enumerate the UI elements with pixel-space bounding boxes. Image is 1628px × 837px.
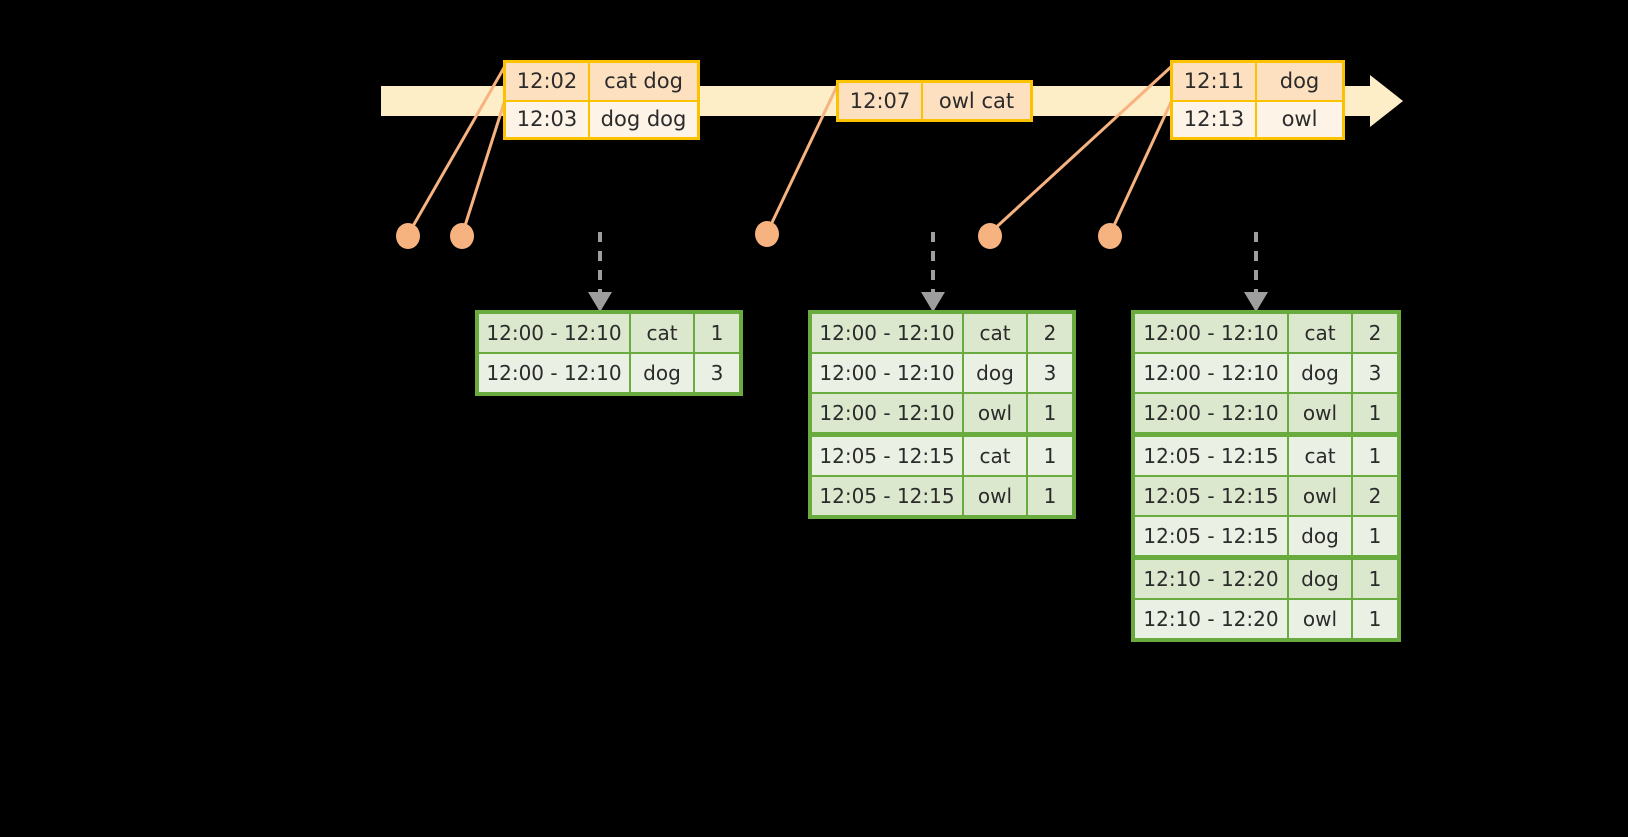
count-cell: 1 [1353,560,1397,598]
count-cell: 1 [1028,477,1072,515]
window-cell: 12:05 - 12:15 [812,477,962,515]
dot-3[interactable] [755,221,779,247]
table-row[interactable]: 12:05 - 12:15 dog 1 [1135,517,1397,555]
count-cell: 1 [1353,600,1397,638]
table-row[interactable]: 12:00 - 12:10 cat 1 [479,314,739,352]
event-time: 12:07 [839,83,923,119]
window-cell: 12:05 - 12:15 [812,437,962,475]
table-row[interactable]: 12:00 - 12:10 owl 1 [812,394,1072,432]
table-row[interactable]: 12:05 - 12:15 owl 2 [1135,477,1397,515]
timeline-arrow-head [1370,75,1403,127]
count-cell: 2 [1353,477,1397,515]
flow-arrow-head-1 [588,292,612,312]
table-row[interactable]: 12:00 - 12:10 owl 1 [1135,394,1397,432]
count-cell: 1 [1353,394,1397,432]
window-cell: 12:05 - 12:15 [1135,477,1287,515]
result-table-3[interactable]: 12:00 - 12:10 cat 2 12:00 - 12:10 dog 3 … [1131,310,1401,642]
window-cell: 12:00 - 12:10 [812,394,962,432]
event-group-1[interactable]: 12:02 cat dog 12:03 dog dog [503,60,700,140]
flow-arrow-head-2 [921,292,945,312]
window-cell: 12:00 - 12:10 [1135,394,1287,432]
table-row[interactable]: 12:10 - 12:20 owl 1 [1135,600,1397,638]
window-cell: 12:00 - 12:10 [479,354,629,392]
table-row[interactable]: 12:10 - 12:20 dog 1 [1135,560,1397,598]
window-cell: 12:00 - 12:10 [812,314,962,352]
key-cell: dog [1289,517,1351,555]
event-row[interactable]: 12:03 dog dog [506,99,697,137]
key-cell: cat [1289,314,1351,352]
key-cell: owl [1289,394,1351,432]
key-cell: cat [1289,437,1351,475]
count-cell: 1 [695,314,739,352]
event-row[interactable]: 12:13 owl [1173,99,1342,137]
event-row[interactable]: 12:07 owl cat [839,83,1030,119]
count-cell: 1 [1028,437,1072,475]
dot-1[interactable] [396,223,420,249]
table-row[interactable]: 12:05 - 12:15 owl 1 [812,477,1072,515]
key-cell: owl [1289,600,1351,638]
event-words: dog [1257,63,1342,100]
result-table-2[interactable]: 12:00 - 12:10 cat 2 12:00 - 12:10 dog 3 … [808,310,1076,519]
count-cell: 1 [1028,394,1072,432]
connector-line-5 [1109,99,1174,233]
table-row[interactable]: 12:00 - 12:10 dog 3 [479,354,739,392]
window-cell: 12:00 - 12:10 [479,314,629,352]
key-cell: cat [964,437,1026,475]
event-row[interactable]: 12:11 dog [1173,63,1342,100]
window-cell: 12:05 - 12:15 [1135,517,1287,555]
window-cell: 12:10 - 12:20 [1135,560,1287,598]
event-group-2[interactable]: 12:07 owl cat [836,80,1033,122]
result-table-1[interactable]: 12:00 - 12:10 cat 1 12:00 - 12:10 dog 3 [475,310,743,396]
key-cell: owl [964,477,1026,515]
event-words: owl cat [923,83,1030,119]
dot-5[interactable] [1098,223,1122,249]
key-cell: dog [631,354,693,392]
flow-arrow-heads [588,292,1268,312]
dot-4[interactable] [978,223,1002,249]
table-row[interactable]: 12:05 - 12:15 cat 1 [1135,437,1397,475]
flow-arrow-head-3 [1244,292,1268,312]
event-words: cat dog [590,63,697,100]
key-cell: dog [1289,560,1351,598]
event-row[interactable]: 12:02 cat dog [506,63,697,100]
connector-line-2 [461,99,507,233]
event-time: 12:02 [506,63,590,100]
count-cell: 2 [1353,314,1397,352]
key-cell: dog [964,354,1026,392]
key-cell: owl [964,394,1026,432]
table-row[interactable]: 12:00 - 12:10 cat 2 [1135,314,1397,352]
key-cell: cat [964,314,1026,352]
key-cell: owl [1289,477,1351,515]
dot-2[interactable] [450,223,474,249]
table-row[interactable]: 12:00 - 12:10 cat 2 [812,314,1072,352]
event-words: owl [1257,101,1342,137]
event-words: dog dog [590,101,697,137]
count-cell: 3 [1353,354,1397,392]
event-time: 12:13 [1173,101,1257,137]
event-time: 12:11 [1173,63,1257,100]
key-cell: dog [1289,354,1351,392]
event-group-3[interactable]: 12:11 dog 12:13 owl [1170,60,1345,140]
count-cell: 2 [1028,314,1072,352]
table-row[interactable]: 12:00 - 12:10 dog 3 [1135,354,1397,392]
count-cell: 1 [1353,517,1397,555]
window-cell: 12:00 - 12:10 [1135,314,1287,352]
event-time: 12:03 [506,101,590,137]
window-cell: 12:05 - 12:15 [1135,437,1287,475]
count-cell: 3 [695,354,739,392]
count-cell: 1 [1353,437,1397,475]
key-cell: cat [631,314,693,352]
count-cell: 3 [1028,354,1072,392]
flow-arrows [598,232,1258,294]
table-row[interactable]: 12:05 - 12:15 cat 1 [812,437,1072,475]
table-row[interactable]: 12:00 - 12:10 dog 3 [812,354,1072,392]
window-cell: 12:00 - 12:10 [812,354,962,392]
window-cell: 12:00 - 12:10 [1135,354,1287,392]
window-cell: 12:10 - 12:20 [1135,600,1287,638]
